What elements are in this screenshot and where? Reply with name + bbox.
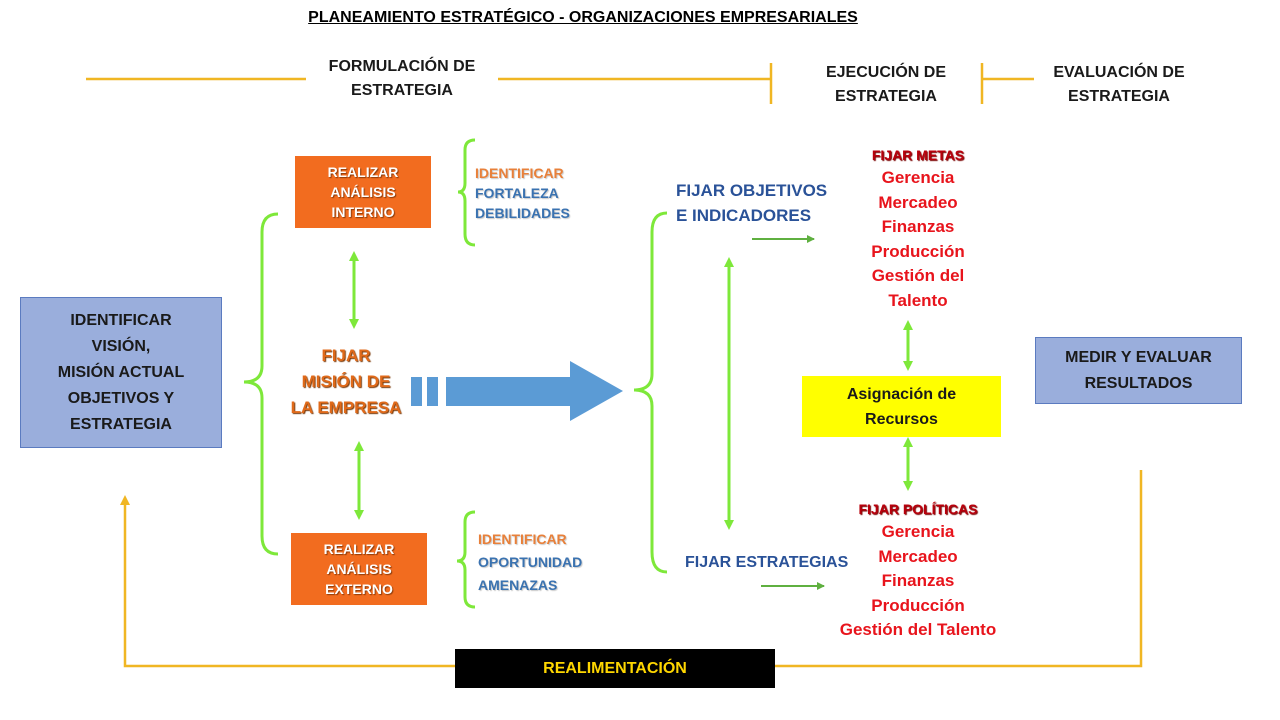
politicas-item: Finanzas [881, 571, 955, 590]
phase-ejecucion-line2: ESTRATEGIA [835, 88, 937, 105]
externo-labels: IDENTIFICAR OPORTUNIDAD AMENAZAS [478, 528, 582, 597]
analisis-interno-line3: INTERNO [331, 204, 395, 220]
medir-line1: MEDIR Y EVALUAR [1065, 348, 1212, 366]
realimentacion-label: REALIMENTACIÓN [543, 659, 687, 677]
fijar-politicas: FIJAR POLÍTICAS Gerencia Mercadeo Finanz… [818, 498, 1018, 643]
analisis-interno-box: REALIZAR ANÁLISIS INTERNO [295, 156, 431, 228]
analisis-externo-line2: ANÁLISIS [326, 561, 392, 577]
metas-item: Producción [871, 241, 965, 261]
big-blue-arrow [411, 361, 623, 421]
feedback-loop [120, 470, 1143, 668]
asignacion-line2: Recursos [865, 410, 938, 428]
fijar-objetivos-line2: E INDICADORES [676, 206, 812, 225]
medir-line2: RESULTADOS [1084, 374, 1193, 392]
phase-evaluacion: EVALUACIÓN DE ESTRATEGIA [1034, 61, 1204, 109]
externo-brace [456, 510, 476, 609]
metas-item: Finanzas [881, 217, 955, 236]
phase-ejecucion: EJECUCIÓN DE ESTRATEGIA [786, 61, 986, 109]
realimentacion-box: REALIMENTACIÓN [455, 649, 775, 688]
phase-formulacion-line2: ESTRATEGIA [351, 82, 453, 99]
phase-evaluacion-line2: ESTRATEGIA [1068, 88, 1170, 105]
politicas-item: Mercadeo [878, 546, 958, 566]
politicas-item: Gestión del Talento [839, 620, 997, 639]
interno-brace [457, 138, 476, 247]
politicas-item: Producción [871, 595, 965, 615]
identificar-box: IDENTIFICAR VISIÓN, MISIÓN ACTUAL OBJETI… [20, 297, 222, 448]
oportunidad-label: OPORTUNIDAD [478, 554, 583, 570]
interno-identificar-label: IDENTIFICAR [475, 165, 564, 181]
phase-ejecucion-line1: EJECUCIÓN DE [825, 64, 947, 81]
fijar-objetivos: FIJAR OBJETIVOS E INDICADORES [676, 178, 827, 228]
analisis-externo-box: REALIZAR ANÁLISIS EXTERNO [291, 533, 427, 605]
left-brace [243, 212, 279, 556]
mision-line1: FIJAR [321, 346, 371, 365]
analisis-externo-line1: REALIZAR [323, 541, 395, 557]
fijar-metas: FIJAR METAS Gerencia Mercadeo Finanzas P… [820, 144, 1016, 313]
metas-item: Gerencia [881, 168, 955, 187]
metas-item: Talento [888, 290, 948, 310]
phase-evaluacion-line1: EVALUACIÓN DE [1053, 64, 1185, 81]
externo-identificar-label: IDENTIFICAR [478, 531, 567, 547]
politicas-item: Gerencia [881, 522, 955, 541]
analisis-interno-line2: ANÁLISIS [330, 184, 396, 200]
fijar-estrategias: FIJAR ESTRATEGIAS [685, 554, 849, 571]
asignacion-line1: Asignación de [846, 385, 957, 403]
fijar-objetivos-line1: FIJAR OBJETIVOS [676, 181, 828, 200]
metas-item: Gestión del [871, 266, 965, 285]
identificar-line3: MISIÓN ACTUAL [57, 363, 185, 381]
debilidades-label: DEBILIDADES [475, 205, 570, 221]
analisis-externo-line3: EXTERNO [325, 581, 393, 597]
phase-formulacion-line1: FORMULACIÓN DE [328, 58, 476, 75]
identificar-line4: OBJETIVOS Y [67, 389, 175, 407]
amenazas-label: AMENAZAS [478, 577, 558, 593]
asignacion-recursos-box: Asignación de Recursos [802, 376, 1001, 437]
analisis-interno-line1: REALIZAR [327, 164, 399, 180]
mision-line2: MISIÓN DE [301, 372, 391, 391]
phase-formulacion: FORMULACIÓN DE ESTRATEGIA [306, 55, 498, 103]
interno-labels: IDENTIFICAR FORTALEZA DEBILIDADES [475, 163, 570, 223]
metas-item: Mercadeo [878, 192, 958, 212]
fijar-mision: FIJAR MISIÓN DE LA EMPRESA [280, 343, 412, 421]
fijar-politicas-heading: FIJAR POLÍTICAS [858, 501, 978, 517]
medir-evaluar-box: MEDIR Y EVALUAR RESULTADOS [1035, 337, 1242, 404]
page-title: PLANEAMIENTO ESTRATÉGICO - ORGANIZACIONE… [308, 9, 858, 26]
fortaleza-label: FORTALEZA [475, 185, 559, 201]
identificar-line5: ESTRATEGIA [70, 415, 172, 433]
fijar-metas-heading: FIJAR METAS [871, 147, 965, 163]
identificar-line2: VISIÓN, [91, 337, 151, 355]
right-brace [633, 211, 668, 574]
identificar-line1: IDENTIFICAR [70, 311, 172, 329]
mision-line3: LA EMPRESA [290, 398, 402, 417]
phase-timeline [86, 63, 1034, 104]
